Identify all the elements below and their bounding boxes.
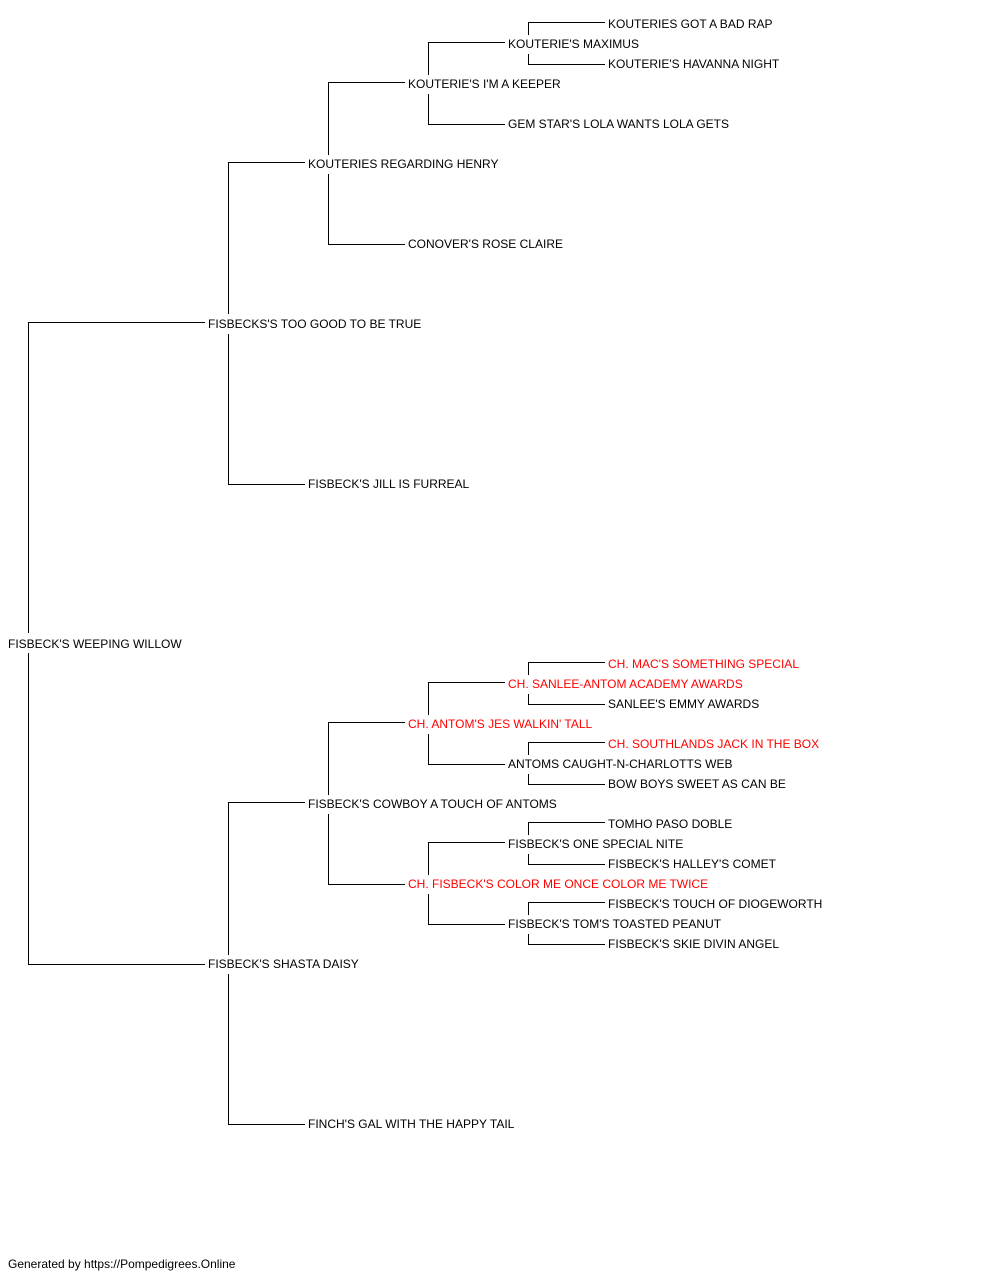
ancestor-dssd-name: ANTOMS CAUGHT-N-CHARLOTTS WEB [508, 757, 733, 771]
dam-dam-name: FINCH'S GAL WITH THE HAPPY TAIL [308, 1117, 515, 1131]
generator-credit: Generated by https://Pompedigrees.Online [8, 1257, 236, 1271]
ancestor-dsdsd-name: FISBECK'S HALLEY'S COMET [608, 857, 776, 871]
sire-dam-name: FISBECK'S JILL IS FURREAL [308, 477, 470, 491]
ancestor-dssdd-name: BOW BOYS SWEET AS CAN BE [608, 777, 786, 791]
ancestor-dsss-name: CH. SANLEE-ANTOM ACADEMY AWARDS [508, 677, 743, 691]
ancestor-dsddd-name: FISBECK'S SKIE DIVIN ANGEL [608, 937, 780, 951]
ancestor-dsdss-name: TOMHO PASO DOBLE [608, 817, 733, 831]
dam-name: FISBECK'S SHASTA DAISY [208, 957, 359, 971]
sire-name: FISBECKS'S TOO GOOD TO BE TRUE [208, 317, 422, 331]
dam-sire-name: FISBECK'S COWBOY A TOUCH OF ANTOMS [308, 797, 557, 811]
ancestor-dssss-name: CH. MAC'S SOMETHING SPECIAL [608, 657, 799, 671]
ancestor-sss-name: KOUTERIE'S I'M A KEEPER [408, 77, 561, 91]
ancestor-sssd-name: GEM STAR'S LOLA WANTS LOLA GETS [508, 117, 730, 131]
ancestor-ssssd-name: KOUTERIE'S HAVANNA NIGHT [608, 57, 780, 71]
ancestor-dsds-name: FISBECK'S ONE SPECIAL NITE [508, 837, 684, 851]
ancestor-dsd-name: CH. FISBECK'S COLOR ME ONCE COLOR ME TWI… [408, 877, 709, 891]
ancestor-dssds-name: CH. SOUTHLANDS JACK IN THE BOX [608, 737, 820, 751]
ancestor-dsdds-name: FISBECK'S TOUCH OF DIOGEWORTH [608, 897, 823, 911]
ancestor-sssss-name: KOUTERIES GOT A BAD RAP [608, 17, 773, 31]
subject-dog-name: FISBECK'S WEEPING WILLOW [8, 637, 182, 651]
ancestor-dsdd-name: FISBECK'S TOM'S TOASTED PEANUT [508, 917, 722, 931]
ancestor-dss-name: CH. ANTOM'S JES WALKIN' TALL [408, 717, 593, 731]
sire-sire-name: KOUTERIES REGARDING HENRY [308, 157, 499, 171]
ancestor-ssss-name: KOUTERIE'S MAXIMUS [508, 37, 639, 51]
ancestor-ssd-name: CONOVER'S ROSE CLAIRE [408, 237, 563, 251]
ancestor-dsssd-name: SANLEE'S EMMY AWARDS [608, 697, 760, 711]
